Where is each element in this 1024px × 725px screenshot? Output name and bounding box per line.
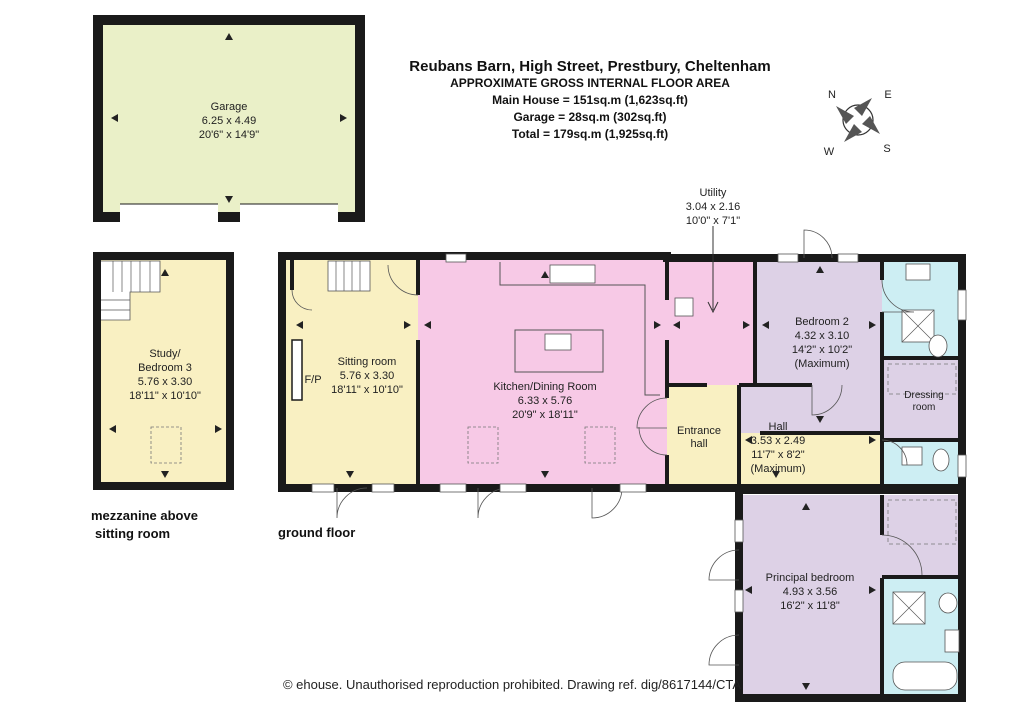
study-name: Study/ [149,348,181,360]
entrance-name-2: hall [690,438,707,450]
sitting-metric: 5.76 x 3.30 [340,370,394,382]
utility-imperial: 10'0" x 7'1" [686,215,740,227]
study-imperial: 18'11" x 10'10" [129,390,201,402]
entrance-name: Entrance [677,425,721,437]
principal-imperial: 16'2" x 11'8" [780,600,840,612]
compass-west: W [824,146,835,158]
dimension-markers [109,33,876,690]
garage-name: Garage [211,101,248,113]
main-house [278,226,967,702]
garage-imperial: 20'6" x 14'9" [199,129,259,141]
mezzanine-label-2: sitting room [95,526,171,541]
utility-name: Utility [700,187,727,199]
sitting-name: Sitting room [338,356,397,368]
garage-metric: 6.25 x 4.49 [202,115,256,127]
plan-header: Reubans Barn, High Street, Prestbury, Ch… [340,58,840,143]
compass-east: E [884,89,891,101]
total-area: Total = 179sq.m (1,925sq.ft) [511,127,669,141]
hall-metric: 3.53 x 2.49 [751,435,805,447]
garage-room [93,15,365,222]
bedroom2-imperial: 14'2" x 10'2" [792,344,852,356]
study-room [93,252,234,490]
hall-name: Hall [769,421,788,433]
kitchen-metric: 6.33 x 5.76 [518,395,572,407]
main-house-area: Main House = 151sq.m (1,623sq.ft) [492,93,688,107]
principal-metric: 4.93 x 3.56 [783,586,837,598]
garage-area: Garage = 28sq.m (302sq.ft) [513,110,667,124]
bedroom2-note: (Maximum) [795,358,850,370]
kitchen-name: Kitchen/Dining Room [493,381,596,393]
copyright-notice: © ehouse. Unauthorised reproduction proh… [282,677,742,692]
mezzanine-label: mezzanine above [91,508,198,523]
bedroom2-name: Bedroom 2 [795,316,849,328]
study-name-2: Bedroom 3 [138,362,192,374]
compass-north: N [828,89,836,101]
ground-floor-label: ground floor [278,525,356,540]
dressing-name: Dressing [904,390,943,401]
hall-note: (Maximum) [751,463,806,475]
property-title: Reubans Barn, High Street, Prestbury, Ch… [409,58,771,75]
study-metric: 5.76 x 3.30 [138,376,192,388]
area-heading: APPROXIMATE GROSS INTERNAL FLOOR AREA [450,76,730,90]
compass-south: S [883,143,890,155]
fireplace-label: F/P [304,374,321,386]
utility-metric: 3.04 x 2.16 [686,201,740,213]
principal-name: Principal bedroom [766,572,855,584]
dressing-name-2: room [913,402,936,413]
hall-imperial: 11'7" x 8'2" [751,449,804,461]
bedroom2-metric: 4.32 x 3.10 [795,330,849,342]
kitchen-imperial: 20'9" x 18'11" [512,409,578,421]
compass-icon [836,98,880,142]
sitting-imperial: 18'11" x 10'10" [331,384,403,396]
